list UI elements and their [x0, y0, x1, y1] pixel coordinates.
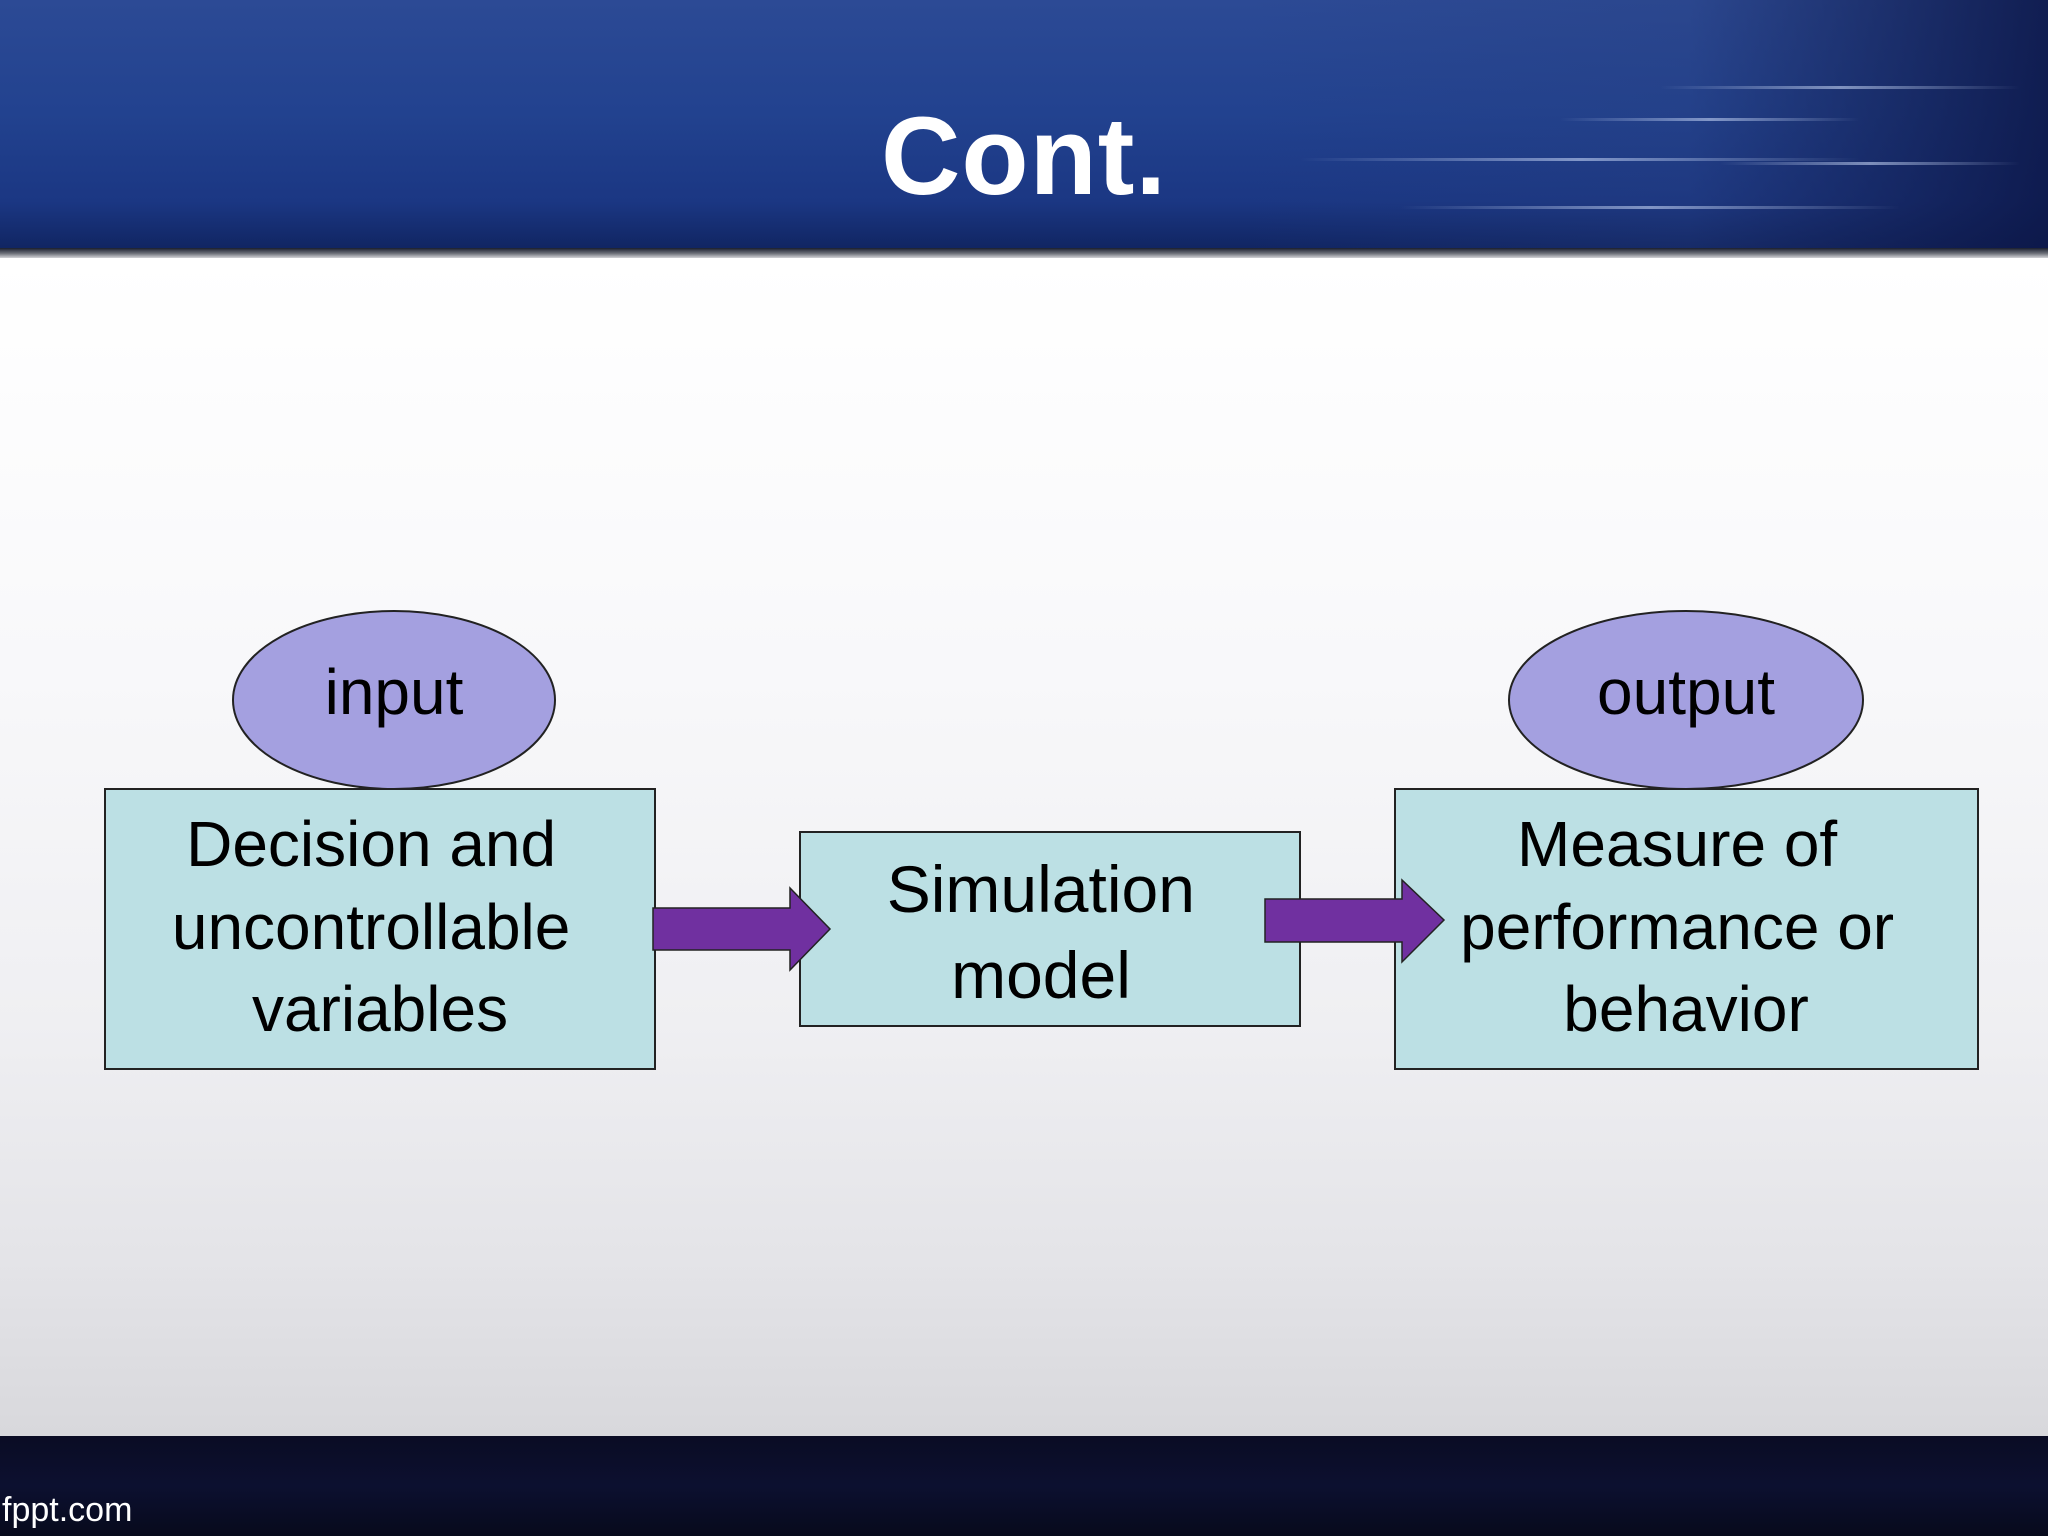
node-decision-variables-line-1: Decision and — [186, 808, 556, 880]
node-measure-of-performance: Measure of performance or behavior — [1394, 788, 1979, 1070]
node-simulation-model: Simulation model — [799, 831, 1301, 1027]
node-measure-line-1: Measure of — [1517, 808, 1837, 880]
node-output-ellipse — [1508, 610, 1864, 790]
header-light-streak — [1560, 118, 1860, 121]
node-output-label: output — [1597, 656, 1775, 728]
page-title: Cont. — [880, 95, 1167, 218]
header-light-streak — [1660, 86, 2020, 89]
node-simulation-model-line-1: Simulation — [887, 852, 1195, 926]
header-light-streak — [1300, 158, 1860, 161]
header-light-streak — [1400, 206, 1900, 209]
svg-text:Decision and uncontrol: Decision and uncontrollable variables — [172, 808, 588, 1045]
node-measure-line-2: performance or — [1460, 891, 1894, 963]
node-input: input — [232, 610, 556, 790]
node-measure-of-performance-box — [1394, 788, 1979, 1070]
arrow-decision-to-simulation — [652, 886, 832, 972]
svg-text:Measure of performance: Measure of performance or behavior — [1460, 808, 1912, 1045]
title-bar-shadow — [0, 248, 2048, 260]
node-simulation-model-line-2: model — [951, 938, 1131, 1012]
header-light-streak — [1720, 162, 2020, 165]
node-output: output — [1508, 610, 1864, 790]
footer-bar — [0, 1436, 2048, 1536]
footer-brand-text: fppt.com — [2, 1491, 133, 1529]
node-decision-variables-line-3: variables — [252, 973, 508, 1045]
node-decision-variables: Decision and uncontrollable variables — [104, 788, 656, 1070]
node-simulation-model-box — [799, 831, 1301, 1027]
node-input-label: input — [325, 656, 464, 728]
title-bar — [0, 0, 2048, 252]
node-measure-line-3: behavior — [1563, 973, 1809, 1045]
node-decision-variables-box — [104, 788, 656, 1070]
node-decision-variables-line-2: uncontrollable — [172, 891, 571, 963]
arrow-simulation-to-measure — [1264, 878, 1446, 964]
node-input-ellipse — [232, 610, 556, 790]
svg-text:Simulation model: Simulation model — [887, 852, 1214, 1012]
